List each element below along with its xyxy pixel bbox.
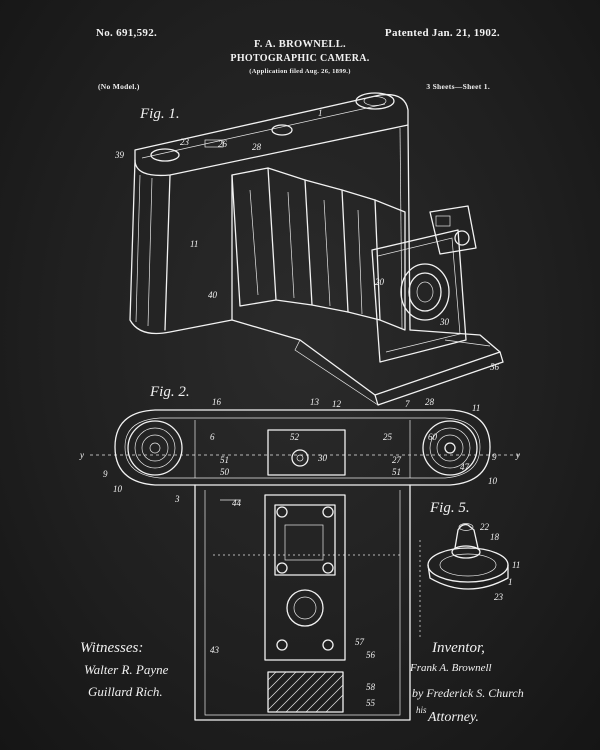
svg-text:9: 9: [492, 452, 497, 462]
svg-text:3: 3: [174, 494, 180, 504]
svg-text:1: 1: [508, 577, 513, 587]
svg-text:10: 10: [113, 484, 123, 494]
svg-text:7: 7: [405, 399, 410, 409]
svg-text:11: 11: [472, 403, 480, 413]
svg-text:25: 25: [383, 432, 393, 442]
svg-text:30: 30: [439, 317, 450, 327]
witness-signature-1: Walter R. Payne: [84, 662, 168, 678]
svg-text:18: 18: [490, 532, 500, 542]
svg-text:10: 10: [488, 476, 498, 486]
svg-text:28: 28: [252, 142, 262, 152]
svg-text:y: y: [515, 450, 520, 460]
svg-text:20: 20: [375, 277, 385, 287]
svg-text:55: 55: [366, 698, 376, 708]
fig5-reference-numbers: 22 18 11 1 23: [480, 522, 520, 602]
attorney-signature: by Frederick S. Church: [412, 686, 524, 701]
svg-text:22: 22: [480, 522, 490, 532]
svg-text:56: 56: [366, 650, 376, 660]
svg-text:50: 50: [220, 467, 230, 477]
svg-text:y: y: [79, 450, 84, 460]
figure-5-detail: Fig. 5. 22 18 11 1 23: [420, 500, 520, 640]
svg-text:9: 9: [103, 469, 108, 479]
svg-text:11: 11: [512, 560, 520, 570]
svg-text:51: 51: [220, 455, 229, 465]
svg-text:43: 43: [210, 645, 220, 655]
svg-text:26: 26: [218, 139, 228, 149]
svg-text:30: 30: [317, 453, 328, 463]
inventor-label: Inventor,: [432, 640, 485, 657]
svg-text:51: 51: [392, 467, 401, 477]
svg-text:52: 52: [290, 432, 300, 442]
witness-signature-2: Guillard Rich.: [88, 684, 163, 700]
witnesses-label: Witnesses:: [80, 640, 143, 657]
svg-text:57: 57: [355, 637, 365, 647]
figure-1-camera: Fig. 1.: [114, 93, 503, 405]
svg-text:40: 40: [208, 290, 218, 300]
svg-text:6: 6: [210, 432, 215, 442]
svg-text:58: 58: [366, 682, 376, 692]
fig5-label: Fig. 5.: [429, 500, 470, 516]
svg-text:39: 39: [114, 150, 125, 160]
svg-text:16: 16: [212, 397, 222, 407]
svg-text:27: 27: [392, 455, 402, 465]
svg-text:44: 44: [232, 498, 242, 508]
svg-text:56: 56: [490, 362, 500, 372]
svg-text:11: 11: [190, 239, 198, 249]
fig1-label: Fig. 1.: [139, 106, 180, 122]
svg-text:1: 1: [318, 108, 323, 118]
svg-text:28: 28: [425, 397, 435, 407]
svg-text:23: 23: [494, 592, 504, 602]
his-label: his: [416, 705, 427, 715]
svg-text:23: 23: [180, 137, 190, 147]
inventor-signature: Frank A. Brownell: [410, 662, 492, 674]
attorney-label: Attorney.: [428, 710, 479, 726]
fig2-label: Fig. 2.: [149, 384, 190, 400]
svg-text:12: 12: [332, 399, 342, 409]
svg-text:60: 60: [428, 432, 438, 442]
svg-text:13: 13: [310, 397, 320, 407]
svg-text:47: 47: [460, 462, 470, 472]
